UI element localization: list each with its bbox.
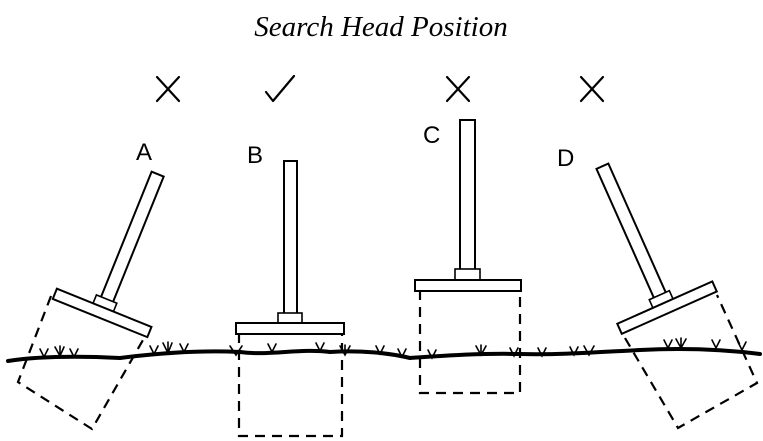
- search-head: [615, 280, 719, 336]
- detector-shaft: [459, 119, 476, 271]
- detection-zone-d: [624, 294, 759, 430]
- verdict-mark-b: [264, 74, 296, 103]
- search-head: [51, 287, 153, 339]
- diagram-title: Search Head Position: [254, 11, 507, 43]
- search-head: [414, 279, 522, 292]
- detector-shaft: [283, 160, 298, 315]
- cross-icon: [579, 75, 605, 103]
- verdict-mark-d: [579, 75, 605, 103]
- grass: [39, 337, 747, 360]
- verdict-mark-c: [445, 75, 471, 103]
- detector-label-a: A: [136, 139, 152, 166]
- detection-zone-a: [16, 295, 148, 431]
- detector-a: [51, 170, 165, 339]
- detector-label-d: D: [557, 145, 574, 172]
- detector-d: [595, 162, 719, 336]
- cross-icon: [155, 75, 181, 103]
- detector-shaft: [97, 170, 165, 310]
- detector-b: [235, 160, 345, 335]
- detector-shaft: [595, 162, 670, 306]
- check-icon: [264, 74, 296, 103]
- detector-label-b: B: [247, 142, 263, 169]
- cross-icon: [445, 75, 471, 103]
- detection-zone-b: [237, 333, 344, 438]
- verdict-mark-a: [155, 75, 181, 103]
- search-head: [235, 322, 345, 335]
- ground-line: [6, 347, 762, 363]
- detector-c: [414, 119, 522, 292]
- detector-label-c: C: [423, 122, 440, 149]
- detection-zone-c: [418, 290, 522, 395]
